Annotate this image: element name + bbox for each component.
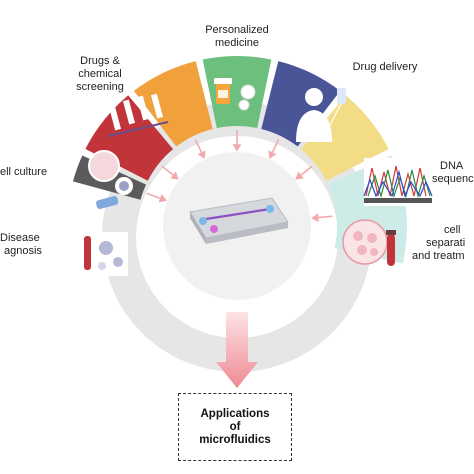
segment-drug-screening — [133, 61, 213, 147]
applications-box: Applications of microfluidics — [178, 393, 292, 461]
label-drug-delivery: Drug delivery — [352, 61, 418, 73]
cell-culture-dish-icon — [88, 150, 133, 210]
arrowhead-disease-diagnosis — [158, 194, 167, 203]
microfluidic-chip-icon — [189, 197, 289, 244]
box-line-2: of — [229, 420, 241, 433]
arrowhead-personalized-medicine — [232, 144, 242, 152]
arrow-dna-sequencing — [299, 165, 313, 177]
label-dna-sequencing: DNAsequencin — [432, 160, 474, 185]
inner-arrows — [146, 130, 333, 223]
cell-magnifier-icon — [342, 219, 396, 266]
label-cell-culture: ell culture — [0, 166, 48, 178]
box-line-3: microfluidics — [199, 433, 271, 446]
arrow-disease-diagnosis — [146, 192, 163, 200]
arrowhead-cell-separation — [311, 213, 319, 223]
down-arrow-icon — [216, 312, 258, 388]
pill-bottle-icon — [214, 78, 256, 111]
arrowhead-drug-screening — [197, 150, 206, 159]
segment-icons — [78, 78, 433, 276]
virus-sample-icon — [78, 232, 128, 276]
pipettes-icon — [107, 93, 169, 137]
segment-drug-delivery — [261, 61, 341, 147]
arrow-cell-culture — [161, 165, 175, 177]
patient-icon — [296, 88, 346, 142]
arrow-drug-screening — [194, 139, 204, 155]
arrowhead-dna-sequencing — [295, 171, 304, 180]
dna-chromatogram-icon — [363, 158, 433, 206]
arrow-cell-separation — [316, 215, 333, 219]
arrowhead-drug-delivery — [268, 150, 277, 159]
segment-personalized-medicine — [202, 56, 272, 129]
arrowhead-cell-culture — [170, 171, 179, 180]
box-line-1: Applications — [200, 407, 270, 420]
arrow-drug-delivery — [270, 139, 280, 155]
